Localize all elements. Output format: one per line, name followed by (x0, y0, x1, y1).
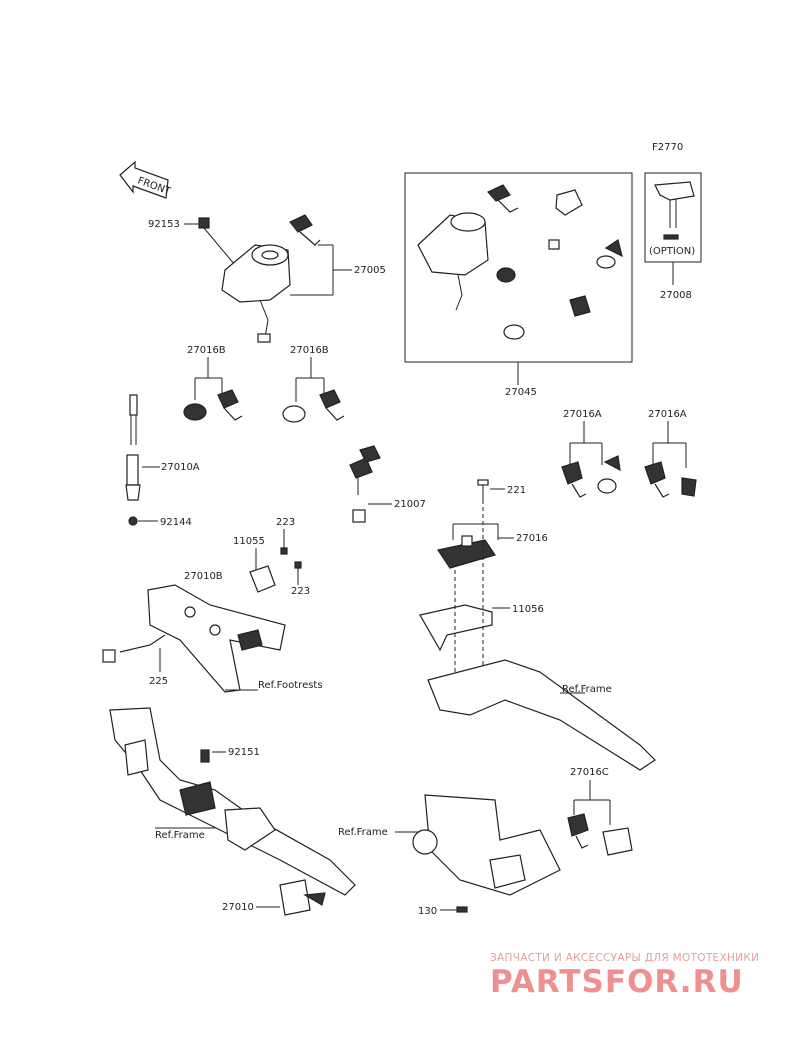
label-27010b: 27010B (184, 571, 223, 582)
label-27010: 27010 (222, 902, 254, 913)
lower-left-frame: 92151 Ref.Frame 27010 (109, 707, 356, 916)
label-27016a-right: 27016A (648, 409, 687, 420)
ignition-switch-assembly: 92153 27005 (148, 214, 386, 343)
label-27016c: 27016C (570, 767, 609, 778)
front-arrow-icon: FRONT (119, 160, 173, 199)
lower-right-frame: 27016C Ref.Frame 130 (338, 767, 633, 917)
label-221: 221 (507, 485, 526, 496)
option-label: (OPTION) (649, 246, 695, 257)
bracket-assembly: 11055 223 223 27010B 225 Ref.Footrests (102, 517, 323, 693)
label-223-bottom: 223 (291, 586, 310, 597)
label-92151: 92151 (228, 747, 260, 758)
label-27010a: 27010A (161, 462, 200, 473)
label-ref-frame-left: Ref.Frame (155, 830, 205, 841)
label-27016: 27016 (516, 533, 548, 544)
label-130: 130 (418, 906, 437, 917)
lock-set-27016b-right: 27016B (282, 345, 345, 423)
label-27008: 27008 (660, 290, 692, 301)
central-bracket-assembly: 221 27016 11056 Ref.Frame (419, 479, 656, 771)
label-27005: 27005 (354, 265, 386, 276)
label-27016b-left: 27016B (187, 345, 226, 356)
label-92144: 92144 (160, 517, 192, 528)
label-27016a-left: 27016A (563, 409, 602, 420)
lock-set-27016a-left: 27016A (561, 409, 621, 498)
label-223-top: 223 (276, 517, 295, 528)
label-27016b-right: 27016B (290, 345, 329, 356)
lock-set-27016a-right: 27016A (644, 409, 697, 498)
watermark-logo: PARTSFOR.RU (490, 964, 744, 1000)
label-21007: 21007 (394, 499, 426, 510)
label-ref-frame-right: Ref.Frame (338, 827, 388, 838)
switch-27010a: 27010A 92144 (125, 394, 200, 528)
label-ref-footrests: Ref.Footrests (258, 680, 323, 691)
figure-code: F2770 (652, 142, 683, 153)
lock-set-27016b-left: 27016B (183, 345, 243, 421)
label-11055: 11055 (233, 536, 265, 547)
lock-set-box: 27045 (404, 172, 633, 398)
label-27045: 27045 (505, 387, 537, 398)
watermark-tagline: ЗАПЧАСТИ И АКСЕССУАРЫ ДЛЯ МОТОТЕХНИКИ (490, 952, 760, 964)
label-ref-frame-top: Ref.Frame (562, 684, 612, 695)
label-11056: 11056 (512, 604, 544, 615)
option-key-box: (OPTION) 27008 (644, 172, 702, 301)
label-92153: 92153 (148, 219, 180, 230)
label-225: 225 (149, 676, 168, 687)
lock-21007: 21007 (349, 445, 426, 523)
